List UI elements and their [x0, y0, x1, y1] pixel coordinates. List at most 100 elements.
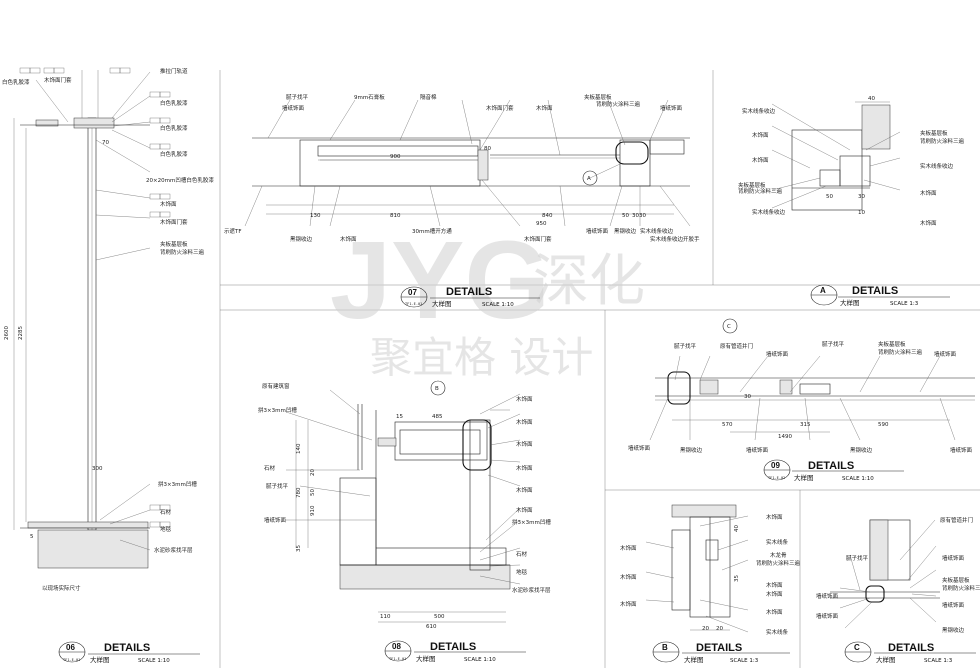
svg-text:腻子找平: 腻子找平	[822, 340, 845, 348]
svg-text:隔音棉: 隔音棉	[420, 93, 437, 101]
svg-text:大样图: 大样图	[794, 473, 814, 482]
panel-a-labels: 实木线条收边 木饰面 木饰面 夹板基层板 背刷防火涂料三遍 实木线条收边 夹板基…	[738, 96, 965, 227]
svg-text:大样图: 大样图	[90, 655, 110, 664]
panel-09-title-text: DETAILS	[808, 460, 854, 472]
svg-text:夹板基层板: 夹板基层板	[160, 240, 188, 248]
panel-07-number: 07	[408, 288, 417, 297]
svg-text:白色乳胶漆: 白色乳胶漆	[160, 150, 188, 158]
svg-text:木饰面: 木饰面	[766, 590, 783, 598]
svg-text:水泥砂浆找平层: 水泥砂浆找平层	[154, 546, 193, 554]
svg-text:木饰面: 木饰面	[920, 219, 937, 227]
svg-text:570: 570	[722, 422, 733, 428]
panel-07-title: 07 TF1.E-01 DETAILS 大样图 SCALE 1:10	[400, 286, 540, 308]
svg-text:实木线条收边: 实木线条收边	[640, 227, 674, 235]
svg-text:SCALE 1:3: SCALE 1:3	[890, 301, 919, 307]
svg-text:夹板基层板: 夹板基层板	[878, 340, 906, 348]
svg-text:5: 5	[30, 534, 34, 540]
svg-text:原有管道井门: 原有管道井门	[940, 516, 973, 524]
svg-text:110: 110	[380, 614, 391, 620]
svg-text:原有管道井门: 原有管道井门	[720, 342, 753, 350]
svg-text:木饰面: 木饰面	[766, 513, 783, 521]
svg-text:50: 50	[622, 213, 629, 219]
svg-text:背刷防火涂料三遍: 背刷防火涂料三遍	[942, 584, 980, 592]
svg-text:实木线条收边: 实木线条收边	[752, 208, 786, 216]
svg-text:木饰面: 木饰面	[516, 506, 533, 514]
panel-b-title: B DETAILS 大样图 SCALE 1:3	[652, 641, 790, 664]
svg-text:35: 35	[296, 545, 302, 552]
svg-text:木饰面: 木饰面	[340, 235, 357, 243]
watermark-cn-bottom: 聚宜格 设计	[370, 333, 593, 382]
svg-text:木龙骨: 木龙骨	[770, 551, 787, 559]
panel-06-title: 06 TF1.E-01 DETAILS 大样图 SCALE 1:10	[58, 641, 200, 664]
panel-c-title: C DETAILS 大样图 SCALE 1:3	[844, 641, 976, 664]
panel-06-number: 06	[66, 643, 75, 652]
svg-text:实木线条收边: 实木线条收边	[742, 107, 776, 115]
svg-text:30: 30	[744, 394, 751, 400]
svg-text:2600: 2600	[4, 326, 10, 340]
svg-text:15: 15	[396, 414, 403, 420]
svg-text:木饰面: 木饰面	[536, 104, 553, 112]
svg-text:780: 780	[296, 487, 302, 498]
svg-text:墙纸饰面: 墙纸饰面	[282, 104, 305, 112]
panel-09-callout-c: C	[722, 318, 738, 334]
svg-text:木饰面: 木饰面	[620, 544, 637, 552]
svg-text:大样图: 大样图	[840, 298, 860, 307]
svg-text:墙纸饰面: 墙纸饰面	[816, 592, 839, 600]
svg-text:SCALE 1:10: SCALE 1:10	[138, 658, 170, 664]
svg-text:300: 300	[92, 466, 103, 472]
panel-09-title: 09 TF1.E-02 DETAILS 大样图 SCALE 1:10	[763, 459, 904, 482]
panel-a-drawing	[771, 101, 901, 211]
panel-07-labels: 腻子找平 墙纸饰面 9mm石膏板 隔音棉 木饰面门套 木饰面 夹板基层板 背刷防…	[224, 93, 700, 243]
svg-text:50: 50	[826, 194, 833, 200]
svg-text:900: 900	[390, 154, 401, 160]
svg-text:示遮TF: 示遮TF	[224, 227, 242, 235]
svg-text:木饰面: 木饰面	[516, 440, 533, 448]
svg-text:TF1.E-01: TF1.E-01	[63, 658, 80, 662]
svg-text:白色乳胶漆: 白色乳胶漆	[160, 124, 188, 132]
svg-text:80: 80	[484, 146, 491, 152]
svg-text:水泥砂浆找平层: 水泥砂浆找平层	[512, 586, 551, 594]
svg-text:墙纸饰面: 墙纸饰面	[942, 554, 965, 562]
svg-text:40: 40	[868, 96, 875, 102]
panel-06-labels: 白色乳胶漆 木饰面门套 推拉门轨道 白色乳胶漆 白色乳胶漆 白色乳胶漆 20×2…	[2, 67, 214, 592]
svg-text:墙纸饰面: 墙纸饰面	[586, 227, 609, 235]
svg-text:拼3×3mm凹槽: 拼3×3mm凹槽	[258, 406, 297, 414]
svg-text:实木线条收边开胶手: 实木线条收边开胶手	[650, 235, 700, 243]
svg-text:以现场实际尺寸: 以现场实际尺寸	[42, 584, 81, 592]
svg-text:木饰面: 木饰面	[516, 418, 533, 426]
panel-a-title-text: DETAILS	[852, 285, 898, 297]
svg-text:背刷防火涂料三遍: 背刷防火涂料三遍	[738, 187, 783, 195]
svg-text:木饰面: 木饰面	[752, 131, 769, 139]
svg-text:腻子找平: 腻子找平	[266, 482, 289, 490]
panel-08-callout-b: B	[430, 380, 446, 396]
panel-a-title: A DETAILS 大样图 SCALE 1:3	[810, 284, 950, 307]
svg-text:背刷防火涂料三遍: 背刷防火涂料三遍	[756, 559, 801, 567]
svg-text:石材: 石材	[264, 464, 276, 472]
svg-text:315: 315	[800, 422, 811, 428]
panel-09-number: 09	[771, 461, 780, 470]
svg-text:推拉门轨道: 推拉门轨道	[160, 67, 188, 75]
svg-text:墙纸饰面: 墙纸饰面	[746, 446, 769, 454]
svg-text:石材: 石材	[160, 508, 172, 516]
panel-08-title-text: DETAILS	[430, 641, 476, 653]
svg-text:SCALE 1:10: SCALE 1:10	[842, 476, 874, 482]
svg-text:黑钢收边: 黑钢收边	[942, 626, 965, 634]
svg-text:TF1.E-01: TF1.E-01	[405, 302, 422, 306]
callout-a: A	[587, 176, 591, 182]
panel-09-labels: 腻子找平 原有管道井门 墙纸饰面 腻子找平 夹板基层板 背刷防火涂料三遍 墙纸饰…	[628, 340, 973, 454]
svg-text:背刷防火涂料三遍: 背刷防火涂料三遍	[878, 348, 923, 356]
svg-text:20: 20	[702, 626, 709, 632]
panel-07-drawing	[244, 99, 691, 227]
svg-text:墙纸饰面: 墙纸饰面	[934, 350, 957, 358]
svg-text:30: 30	[858, 194, 865, 200]
svg-text:大样图: 大样图	[416, 654, 436, 663]
svg-text:黑钢收边: 黑钢收边	[614, 227, 637, 235]
panel-c-title-text: DETAILS	[888, 642, 934, 654]
panel-06-drawing	[13, 70, 151, 569]
svg-text:白色乳胶漆: 白色乳胶漆	[160, 99, 188, 107]
svg-text:SCALE 1:3: SCALE 1:3	[730, 658, 759, 664]
svg-text:70: 70	[102, 140, 109, 146]
svg-text:30mm槽开方通: 30mm槽开方通	[412, 227, 452, 235]
svg-text:夹板基层板: 夹板基层板	[584, 93, 612, 101]
svg-text:木饰面门套: 木饰面门套	[160, 218, 188, 226]
